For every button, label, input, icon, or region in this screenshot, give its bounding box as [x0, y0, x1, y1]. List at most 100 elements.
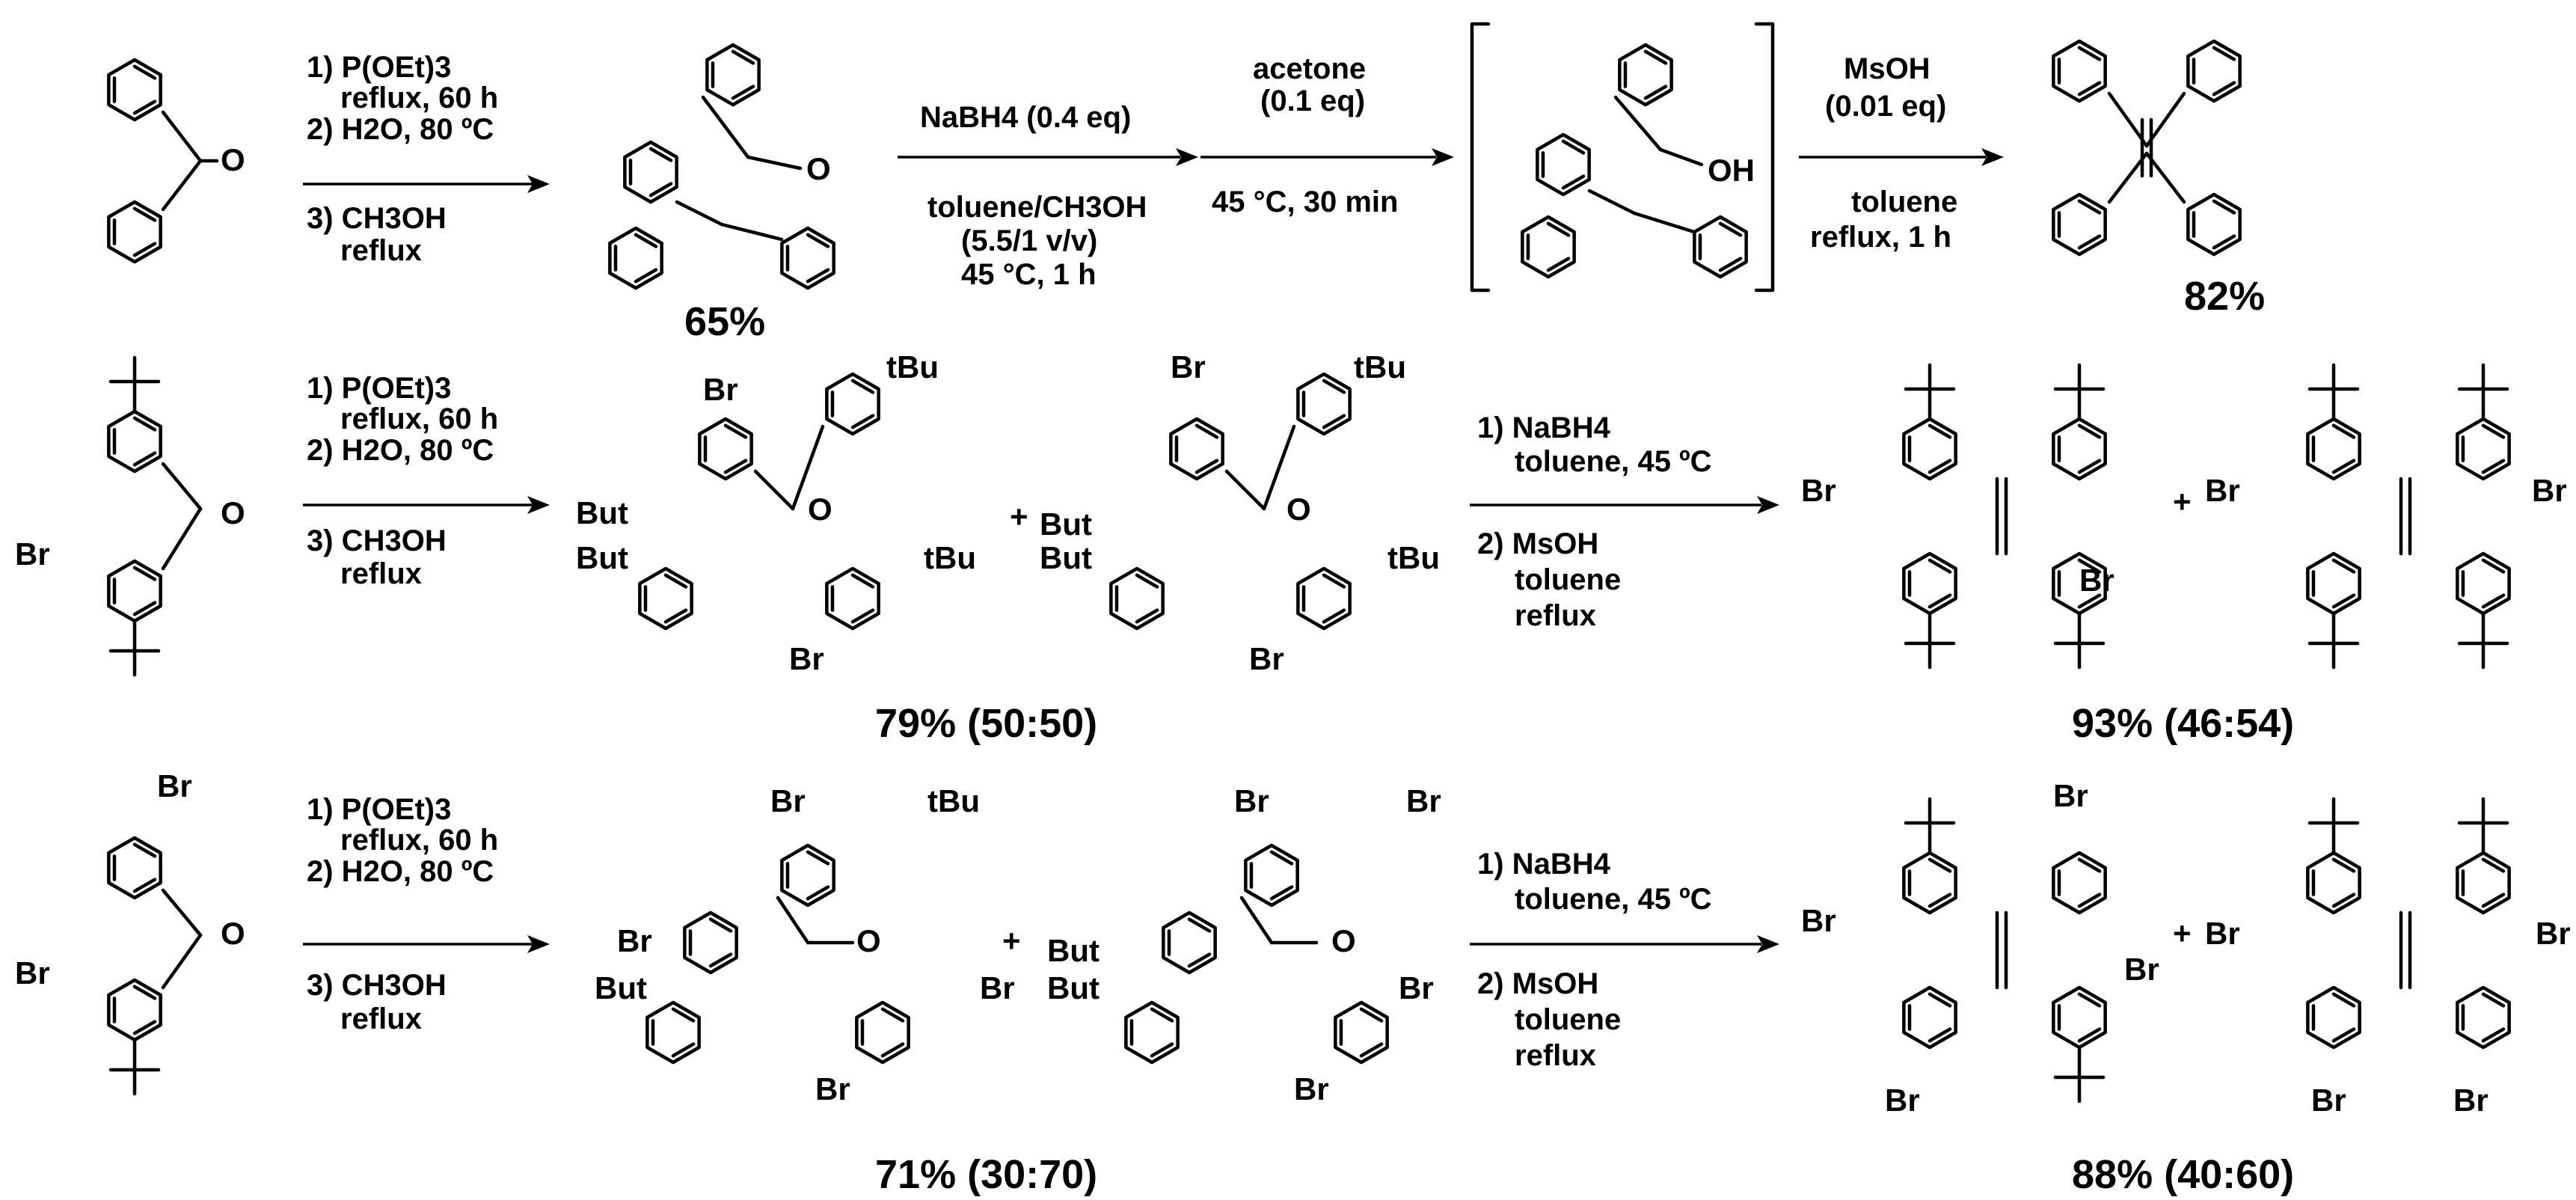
- r1-step4-below-1: toluene: [1851, 186, 1957, 218]
- benzene-ring: [1334, 1000, 1389, 1065]
- atom-oh: OH: [1708, 153, 1755, 188]
- atom-but: But: [1040, 506, 1092, 542]
- atom-br: Br: [1801, 473, 1836, 508]
- benzene-ring: [2456, 551, 2511, 616]
- r1-cond-3: 2) H2O, 80 ºC: [307, 113, 494, 146]
- bond-line: [753, 469, 795, 511]
- benzene-ring: [2052, 417, 2107, 481]
- benzene-ring: [1169, 417, 1224, 481]
- r3-step2-5: reflux: [1515, 1039, 1596, 1072]
- r1-step3-below: 45 °C, 30 min: [1212, 186, 1398, 218]
- r2-step2-4: toluene: [1515, 563, 1621, 596]
- benzene-ring: [1296, 566, 1352, 631]
- r1-step4-above-2: (0.01 eq): [1825, 90, 1946, 123]
- bond-line: [1613, 95, 1663, 152]
- atom-o: O: [221, 142, 245, 177]
- benzene-ring: [638, 566, 693, 631]
- atom-br: Br: [1399, 970, 1434, 1005]
- benzene-ring: [1902, 417, 1957, 481]
- atom-br: Br: [1249, 641, 1284, 676]
- atom-br: Br: [1885, 1083, 1920, 1118]
- bond-line: [161, 888, 203, 937]
- r1-step4-below-2: reflux, 1 h: [1810, 221, 1951, 254]
- atom-br: Br: [703, 372, 738, 407]
- atom-br: Br: [15, 536, 50, 572]
- atom-o: O: [221, 495, 245, 530]
- r3-yield-2: 88% (40:60): [2072, 1152, 2294, 1197]
- atom-but: But: [576, 495, 628, 530]
- bond-line: [1262, 424, 1296, 511]
- bond-line: [1658, 147, 1704, 167]
- r2-step2-5: reflux: [1515, 599, 1596, 632]
- r3-cond-2: reflux, 60 h: [340, 824, 498, 857]
- bond-line: [746, 155, 803, 171]
- bond-line: [161, 110, 203, 163]
- bond-line: [2144, 91, 2186, 148]
- bond-line: [2144, 151, 2186, 204]
- r2-step2-3: 2) MsOH: [1477, 527, 1598, 560]
- benzene-ring: [1693, 215, 1748, 279]
- benzene-ring: [1521, 215, 1576, 279]
- r1-step3-above-1: acetone: [1253, 52, 1366, 85]
- benzene-ring: [2456, 417, 2511, 481]
- benzene-ring: [780, 843, 835, 907]
- r3-cond-1: 1) P(OEt)3: [307, 793, 451, 826]
- atom-o: O: [221, 916, 245, 951]
- atom-br: Br: [2079, 563, 2115, 598]
- atom-tbu: tBu: [924, 540, 976, 575]
- benzene-ring: [2186, 192, 2242, 257]
- benzene-ring: [107, 836, 162, 900]
- r2-yield-2: 93% (46:54): [2072, 701, 2294, 746]
- row3-conditions: 1) P(OEt)3 reflux, 60 h 2) H2O, 80 ºC 3)…: [303, 793, 2294, 1197]
- benzene-ring: [1124, 1000, 1180, 1065]
- atom-br: Br: [1234, 783, 1269, 818]
- benzene-ring: [705, 43, 761, 107]
- atom-br: Br: [15, 955, 50, 991]
- benzene-ring: [107, 409, 162, 474]
- atom-br: Br: [1801, 903, 1836, 938]
- atom-br: Br: [1294, 1071, 1329, 1106]
- molecule-structures: [107, 39, 2511, 1103]
- atom-br: Br: [2311, 1083, 2346, 1118]
- benzene-ring: [2306, 417, 2361, 481]
- atom-br: Br: [2205, 916, 2240, 951]
- bond-line: [2107, 151, 2149, 204]
- bond-line: [1632, 211, 1696, 234]
- benzene-ring: [645, 1000, 701, 1065]
- atom-but: But: [1040, 540, 1092, 575]
- r2-cond-4: 3) CH3OH: [307, 524, 447, 557]
- plus-sign: +: [2173, 916, 2192, 951]
- benzene-ring: [2306, 985, 2361, 1050]
- benzene-ring: [2052, 851, 2107, 915]
- atom-tbu: tBu: [1354, 349, 1406, 385]
- benzene-ring: [2456, 985, 2511, 1050]
- bond-line: [720, 222, 784, 242]
- atom-br: Br: [2532, 473, 2567, 508]
- benzene-ring: [2186, 39, 2242, 103]
- r2-step2-2: toluene, 45 ºC: [1515, 445, 1712, 478]
- r1-cond-4: 3) CH3OH: [307, 202, 447, 235]
- atom-br: Br: [2124, 952, 2159, 987]
- r3-cond-5: reflux: [340, 1002, 422, 1035]
- atom-but: But: [576, 540, 628, 575]
- r1-step2-above: NaBH4 (0.4 eq): [920, 101, 1131, 134]
- benzene-ring: [1244, 843, 1299, 907]
- atom-o: O: [1331, 923, 1356, 958]
- benzene-ring: [825, 566, 880, 631]
- bond-line: [675, 200, 724, 227]
- atom-but: But: [1047, 970, 1100, 1005]
- bond-line: [701, 95, 750, 159]
- r3-yield-1: 71% (30:70): [875, 1152, 1097, 1197]
- atom-tbu: tBu: [927, 783, 980, 818]
- r1-step2-below-1: toluene/CH3OH: [927, 191, 1147, 224]
- benzene-ring: [2052, 39, 2107, 103]
- benzene-ring: [1902, 851, 1957, 915]
- row1-conditions: 1) P(OEt)3 reflux, 60 h 2) H2O, 80 ºC 3)…: [303, 22, 2265, 344]
- benzene-ring: [107, 58, 162, 122]
- atom-br: Br: [2053, 778, 2088, 813]
- atom-br: Br: [2453, 1083, 2488, 1118]
- r1-yield-2: 82%: [2184, 274, 2265, 319]
- benzene-ring: [107, 559, 162, 623]
- benzene-ring: [2052, 985, 2107, 1050]
